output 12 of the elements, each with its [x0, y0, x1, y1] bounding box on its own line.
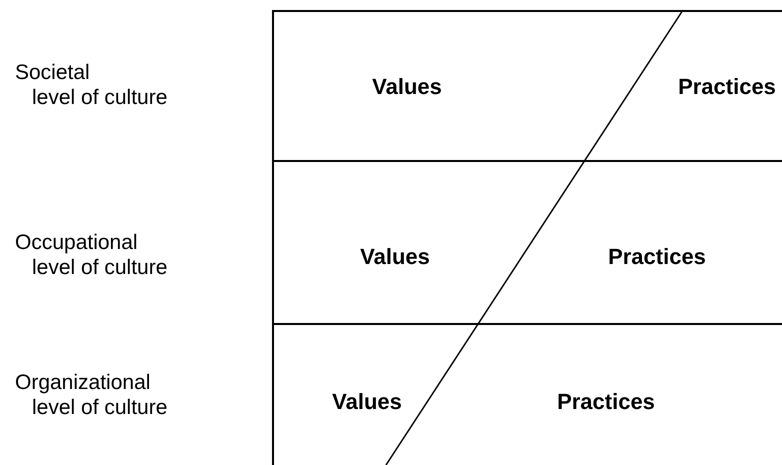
row-label: Organizational level of culture: [15, 370, 168, 420]
table-row: [272, 160, 782, 323]
column-label: Values: [332, 389, 402, 415]
row-label: Societal level of culture: [15, 60, 168, 110]
table-row: [272, 10, 782, 160]
row-label: Occupational level of culture: [15, 230, 168, 280]
table-row: [272, 323, 782, 465]
column-label: Practices: [608, 244, 706, 270]
column-label: Practices: [678, 74, 776, 100]
column-label: Values: [360, 244, 430, 270]
column-label: Practices: [557, 389, 655, 415]
column-label: Values: [372, 74, 442, 100]
